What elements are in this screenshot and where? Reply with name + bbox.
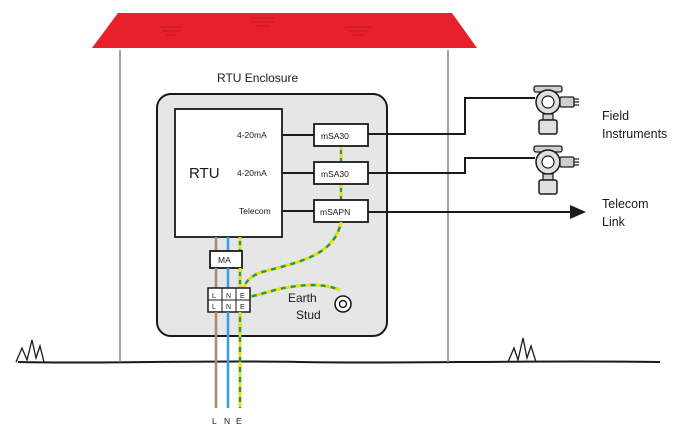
field-instruments-label-line1: Field — [602, 109, 629, 123]
enclosure-title: RTU Enclosure — [217, 71, 298, 85]
barrier-msa30-2-label: mSA30 — [321, 169, 349, 179]
rtu-label: RTU — [189, 165, 220, 182]
terminal-top-e: E — [240, 293, 245, 300]
roof-tile-marks — [160, 17, 371, 36]
earth-stud-label-line2: Stud — [296, 308, 321, 322]
wire-field-instrument-1 — [368, 97, 535, 135]
earth-bond-curve — [241, 221, 343, 300]
terminal-bottom-l: L — [212, 304, 216, 311]
mains-label-e: E — [236, 416, 242, 426]
ma-device — [209, 250, 243, 269]
roof — [92, 13, 477, 48]
barrier-msa30-1-label: mSA30 — [321, 131, 349, 141]
terminal-bottom-n: N — [226, 304, 231, 311]
pressure-transmitter-icon — [533, 145, 579, 195]
terminal-bottom-e: E — [240, 304, 245, 311]
grass-tuft-icon — [15, 339, 45, 363]
terminal-block: L N E L N E — [207, 287, 251, 313]
mains-label-l: L — [212, 416, 217, 426]
port-4-20ma-2: 4-20mA — [237, 168, 267, 178]
earth-stud-icon — [334, 295, 352, 313]
grass-tuft-icon — [507, 337, 537, 363]
ma-device-label: MA — [218, 255, 231, 265]
telecom-link-label-line2: Link — [602, 215, 626, 229]
telecom-link-label-line1: Telecom — [602, 197, 649, 211]
terminal-top-n: N — [226, 293, 231, 300]
earth-stud-label-line1: Earth — [288, 291, 317, 305]
field-instruments-label-line2: Instruments — [602, 127, 667, 141]
mains-label-n: N — [224, 416, 230, 426]
terminal-top-l: L — [212, 293, 216, 300]
wire-field-instrument-2 — [368, 157, 535, 174]
pressure-transmitter-icon — [533, 85, 579, 135]
port-4-20ma-1: 4-20mA — [237, 130, 267, 140]
arrow-head-icon — [570, 205, 586, 219]
port-telecom: Telecom — [239, 206, 271, 216]
barrier-msapn-label: mSAPN — [320, 207, 350, 217]
ground-line — [17, 360, 661, 364]
